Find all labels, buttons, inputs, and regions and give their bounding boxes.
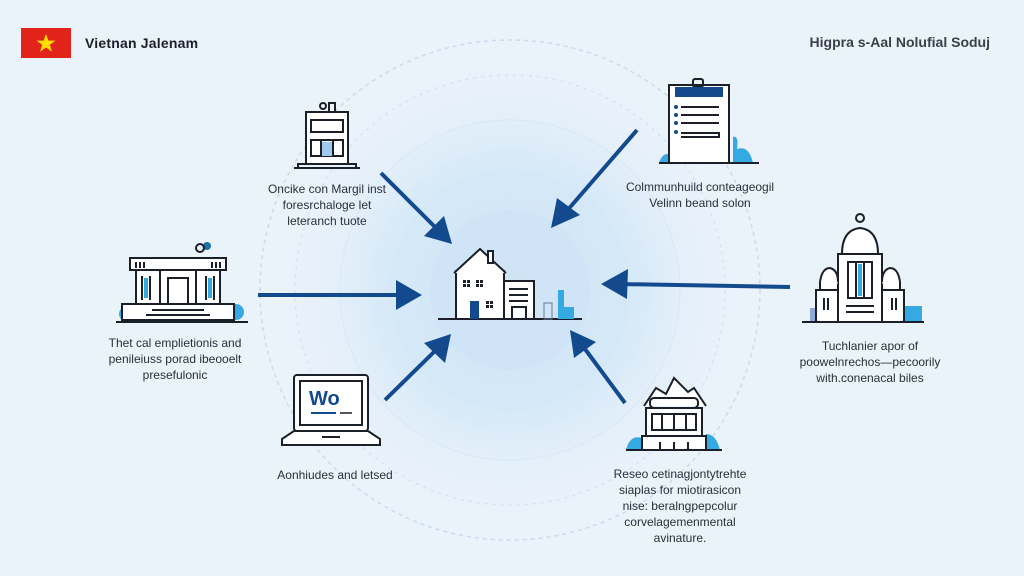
laptop-screen-text: Wo: [309, 388, 340, 410]
header-right-title: Higpra s-Aal Nolufial Soduj: [809, 34, 990, 50]
laptop-icon: Wo: [281, 374, 381, 446]
arrow-middle-left: [258, 280, 422, 310]
arrow-middle-right: [601, 269, 791, 299]
arrow-top-right: [551, 128, 639, 228]
ring-2: [294, 74, 726, 506]
label-line: penileiuss porad ibeooelt: [108, 352, 242, 366]
label-line: corvelagemenmental: [624, 515, 736, 529]
house-with-buildings-icon: [438, 247, 582, 320]
label-line: foresrchaloge let: [282, 198, 372, 212]
node-bottom-right-label: Reseo cetinagjontytrehte siaplas for mio…: [585, 466, 775, 546]
vietnam-flag-icon: [21, 28, 71, 58]
label-line: poowelnrechos—pecoorily: [799, 355, 941, 369]
government-building-icon: [116, 242, 248, 323]
house-building-icon: [626, 376, 722, 451]
label-line: presefulonic: [142, 368, 208, 382]
label-line: Velinn beand solon: [649, 196, 751, 210]
label-line: Colmmunhuild conteageogil: [625, 180, 775, 194]
label-line: siaplas for miotirasicon: [618, 483, 742, 497]
header-brand: Vietnan Jalenam: [21, 28, 198, 58]
arrow-top-left: [379, 171, 452, 244]
arrow-bottom-right: [570, 330, 627, 405]
node-top-right-label: Colmmunhuild conteageogil Velinn beand s…: [600, 179, 800, 211]
outer-ring: [259, 39, 761, 541]
label-line: Thet cal emplietionis and: [108, 336, 242, 350]
node-bottom-left-label: Aonhiudes and letsed: [250, 467, 420, 483]
clipboard-checklist-icon: [659, 78, 759, 164]
node-top-left-label: Oncike con Margil inst foresrchaloge let…: [232, 181, 422, 229]
node-middle-left-label: Thet cal emplietionis and penileiuss por…: [82, 335, 268, 383]
label-line: avinature.: [653, 531, 707, 545]
storefront-building-icon: [294, 102, 360, 169]
label-line: Aonhiudes and letsed: [277, 468, 393, 482]
brand-title: Vietnan Jalenam: [85, 35, 199, 51]
label-line: leteranch tuote: [287, 214, 367, 228]
node-middle-right-label: Tuchlanier apor of poowelnrechos—pecoori…: [770, 338, 970, 386]
arrows: [258, 128, 791, 405]
label-line: Reseo cetinagjontytrehte: [613, 467, 747, 481]
arrow-bottom-left: [383, 334, 451, 402]
label-line: with.conenacal biles: [816, 371, 924, 385]
label-line: Oncike con Margil inst: [267, 182, 387, 196]
label-line: nise: beralngpepcolur: [622, 499, 738, 513]
label-line: Tuchlanier apor of: [821, 339, 919, 353]
ring-3: [339, 119, 681, 461]
domed-capitol-icon: [802, 213, 924, 323]
